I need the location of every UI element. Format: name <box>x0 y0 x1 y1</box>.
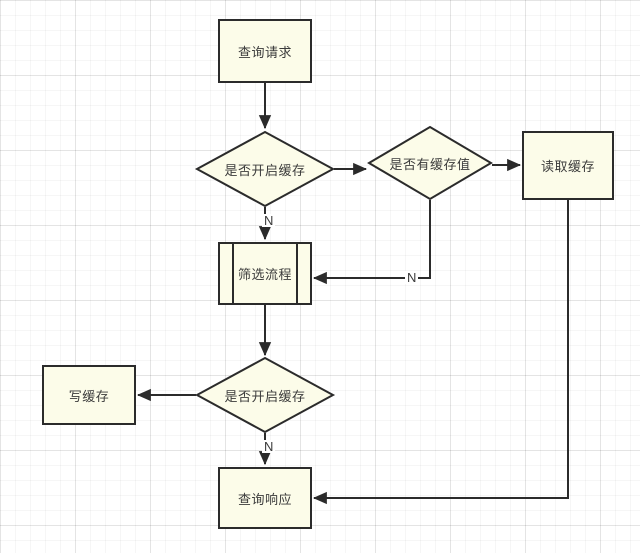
node-query-request[interactable]: 查询请求 <box>218 19 312 83</box>
node-cache-enabled[interactable]: 是否开启缓存 <box>194 130 336 208</box>
predefined-process-bar-right <box>296 244 298 303</box>
node-label: 是否有缓存值 <box>389 156 471 172</box>
node-label: 是否开启缓存 <box>224 162 306 178</box>
diamond-shape <box>194 130 336 208</box>
node-read-cache[interactable]: 读取缓存 <box>522 131 614 200</box>
diamond-shape <box>367 125 493 201</box>
node-label: 读取缓存 <box>540 159 595 174</box>
node-filter-process[interactable]: 筛选流程 <box>218 242 312 305</box>
node-write-cache[interactable]: 写缓存 <box>42 365 136 425</box>
node-label: 查询请求 <box>237 44 292 60</box>
edge-label-cache-enabled-2-no: N <box>262 439 276 454</box>
node-label: 筛选流程 <box>237 267 292 282</box>
edge-read-cache-to-query-response <box>312 200 569 505</box>
node-label: 查询响应 <box>237 491 292 507</box>
node-has-cache-value[interactable]: 是否有缓存值 <box>367 125 493 201</box>
edge-label-has-cache-value-no: N <box>405 270 419 285</box>
node-cache-enabled-2[interactable]: 是否开启缓存 <box>194 356 336 434</box>
node-label: 写缓存 <box>68 388 110 404</box>
node-query-response[interactable]: 查询响应 <box>218 467 312 529</box>
diamond-shape <box>194 356 336 434</box>
node-label: 是否开启缓存 <box>224 388 306 404</box>
predefined-process-bar-left <box>232 244 234 303</box>
edge-has-cache-value-to-filter-process <box>312 200 431 285</box>
edge-label-cache-enabled-no: N <box>262 213 276 228</box>
